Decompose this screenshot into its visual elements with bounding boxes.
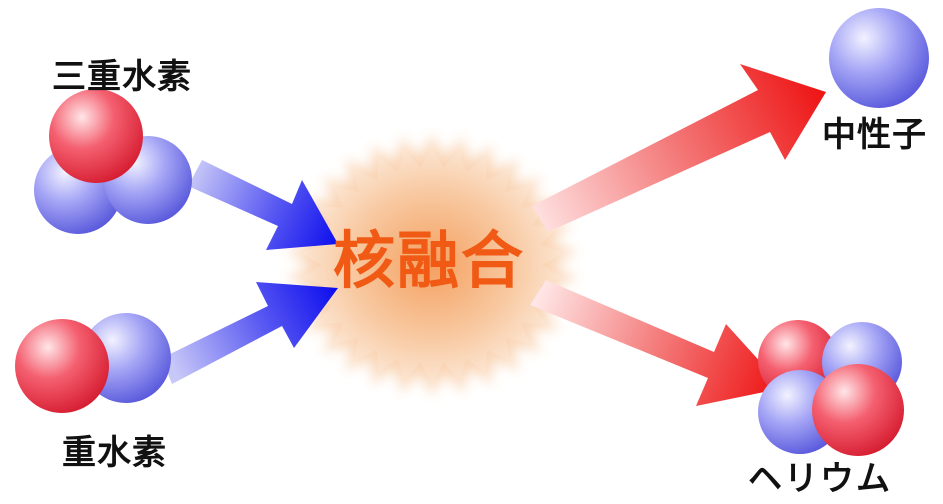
fusion-burst (285, 133, 579, 397)
deuterium-nucleus (15, 313, 171, 413)
helium-nucleus (758, 320, 904, 456)
arrow-from-tritium (188, 160, 338, 250)
arrow-to-neutron (532, 64, 826, 232)
neutron-label: 中性子 (822, 115, 927, 155)
fusion-label: 核融合 (333, 224, 526, 297)
arrow-from-deuterium (162, 282, 338, 384)
neutron-sphere (829, 8, 929, 108)
proton-sphere (812, 364, 904, 456)
proton-sphere (49, 89, 143, 183)
tritium-nucleus (34, 89, 192, 234)
neutron-particle (829, 8, 929, 108)
tritium-label: 三重水素 (52, 57, 192, 97)
deuterium-label: 重水素 (62, 433, 167, 473)
proton-sphere (15, 319, 109, 413)
arrow-to-helium (530, 280, 784, 406)
helium-label: ヘリウム (748, 459, 892, 499)
